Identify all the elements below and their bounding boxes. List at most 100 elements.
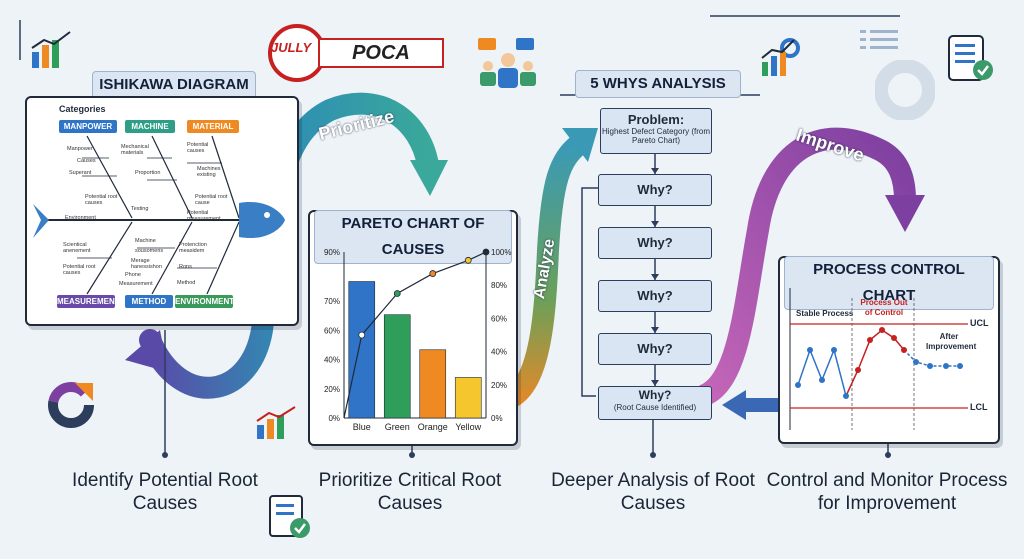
- category-manpower: MANPOWER: [59, 120, 117, 133]
- back-arrow-head: [125, 330, 168, 372]
- left-tick-label: 70%: [324, 297, 340, 306]
- cause-label: Causes: [77, 158, 96, 164]
- analyze-arrow-head: [562, 128, 598, 162]
- why-box-4: Why?: [598, 333, 712, 365]
- final-why: Why?: [638, 388, 672, 402]
- cause-label: Proportion: [135, 170, 161, 176]
- control-panel: PROCESS CONTROL CHART Stable Process Pro…: [778, 256, 1000, 444]
- growth-chart-icon: [256, 406, 296, 439]
- right-tick-label: 80%: [491, 281, 507, 290]
- pareto-chart: 90% 70% 60% 40% 20% 0% 100% 80% 60% 40% 20% 0% Blue G…: [324, 248, 511, 432]
- list-lines-icon: [860, 30, 898, 49]
- right-tick-label: 100%: [491, 248, 511, 257]
- cumulative-point: [482, 248, 490, 256]
- cumulative-point: [393, 290, 401, 297]
- pareto-bar: [383, 314, 411, 419]
- cause-label: Potential causes: [187, 142, 209, 154]
- right-tick-label: 0%: [491, 414, 503, 423]
- why-box-2: Why?: [598, 227, 712, 259]
- ucl-label: UCL: [970, 318, 989, 328]
- out-of-control-label: Process Out of Control: [860, 298, 908, 317]
- improve-arrow-head: [885, 195, 925, 232]
- right-tick-label: 60%: [491, 314, 507, 323]
- category-measurement: MEASUREMENT: [57, 295, 120, 308]
- left-tick-label: 90%: [324, 248, 340, 257]
- feedback-arrow-head: [722, 390, 746, 420]
- ishikawa-panel: Categories MANPOWER MACHINE MATERIAL MEA…: [25, 96, 299, 326]
- cause-label: Testing: [131, 206, 149, 212]
- pareto-bar: [348, 281, 376, 419]
- lcl-label: LCL: [970, 402, 988, 412]
- fishbone-skeleton: [33, 135, 285, 295]
- why-box-3: Why?: [598, 280, 712, 312]
- problem-box: Problem: Highest Defect Category (from P…: [600, 108, 712, 154]
- cause-label: Potential root cause: [195, 194, 228, 206]
- pareto-bar: [454, 377, 482, 419]
- problem-text: Highest Defect Category (from Pareto Cha…: [601, 127, 711, 145]
- control-title: PROCESS CONTROL CHART: [784, 256, 994, 310]
- left-tick-label: 0%: [328, 414, 340, 423]
- final-note: (Root Cause Identified): [613, 403, 697, 412]
- left-tick-label: 40%: [324, 356, 340, 365]
- ishikawa-title: ISHIKAWA DIAGRAM: [92, 71, 256, 99]
- control-chart: [789, 288, 968, 430]
- left-tick-label: 20%: [324, 385, 340, 394]
- cause-label: Potential root causes: [63, 264, 96, 276]
- improve-arrow-body: [694, 127, 916, 406]
- logo-right-word: POCA: [318, 38, 444, 68]
- pie-chart-icon: [875, 60, 935, 120]
- cause-label: sousomeris: [135, 248, 164, 254]
- after-improvement-label: After Improvement: [926, 332, 977, 351]
- cause-label: Machine: [135, 238, 156, 244]
- clipboard-check-icon: [269, 495, 310, 538]
- cumulative-point: [464, 256, 472, 264]
- category-environment: ENVIRONMENT: [175, 295, 235, 308]
- caption-identify: Identify Potential Root Causes: [72, 470, 258, 514]
- left-tick-label: 60%: [324, 326, 340, 335]
- category-machine: MACHINE: [125, 120, 175, 133]
- cause-label: Phone: [125, 272, 141, 278]
- right-tick-label: 20%: [491, 381, 507, 390]
- cause-label: Mechanical materials: [121, 144, 149, 156]
- caption-deeper: Deeper Analysis of Root Causes: [551, 470, 755, 514]
- category-label: Green: [385, 422, 410, 432]
- cause-label: Machines existing: [197, 166, 221, 178]
- pareto-bar: [419, 349, 447, 419]
- caption-control: Control and Monitor Process for Improvem…: [766, 470, 1008, 514]
- cause-label: Scientical anenement: [63, 242, 91, 254]
- cumulative-point: [358, 331, 366, 339]
- why-box-1: Why?: [598, 174, 712, 206]
- categories-label: Categories: [59, 104, 106, 114]
- cause-label: Manpower: [67, 146, 93, 152]
- category-label: Orange: [418, 422, 448, 432]
- category-method: METHOD: [125, 295, 173, 308]
- problem-title: Problem:: [627, 112, 685, 127]
- analyze-arrow-body: [494, 134, 589, 411]
- cause-label: Measurement: [119, 281, 153, 287]
- stable-label: Stable Process: [796, 309, 854, 318]
- whys-title: 5 WHYS ANALYSIS: [575, 70, 741, 98]
- category-label: Yellow: [455, 422, 481, 432]
- donut-chart-icon: [48, 382, 94, 428]
- pareto-panel: PARETO CHART OF CAUSES 90%70%60%40%20%0%…: [308, 210, 518, 446]
- cause-label: Merage hanessishon: [131, 258, 162, 270]
- cause-label: Protenction measidem: [179, 242, 207, 254]
- cause-label: Superant: [69, 170, 92, 176]
- category-material: MATERIAL: [187, 120, 239, 133]
- cause-label: Environment: [65, 215, 96, 221]
- cause-label: Rons: [179, 264, 192, 270]
- checklist-icon: [948, 35, 993, 81]
- bar-chart-icon: [31, 31, 71, 68]
- gear-growth-icon: [761, 38, 800, 76]
- caption-prioritize: Prioritize Critical Root Causes: [318, 470, 502, 514]
- prioritize-arrow-head: [410, 160, 448, 196]
- cause-label: Method: [177, 280, 196, 286]
- category-label: Blue: [353, 422, 371, 432]
- cause-label: Potential measurement: [187, 210, 221, 222]
- right-tick-label: 40%: [491, 348, 507, 357]
- cumulative-point: [429, 270, 437, 277]
- logo-left-word: JULLY: [271, 40, 312, 55]
- team-icon: [478, 38, 536, 88]
- why-box-final: Why? (Root Cause Identified): [598, 386, 712, 420]
- cause-label: Potential root causes: [85, 194, 118, 206]
